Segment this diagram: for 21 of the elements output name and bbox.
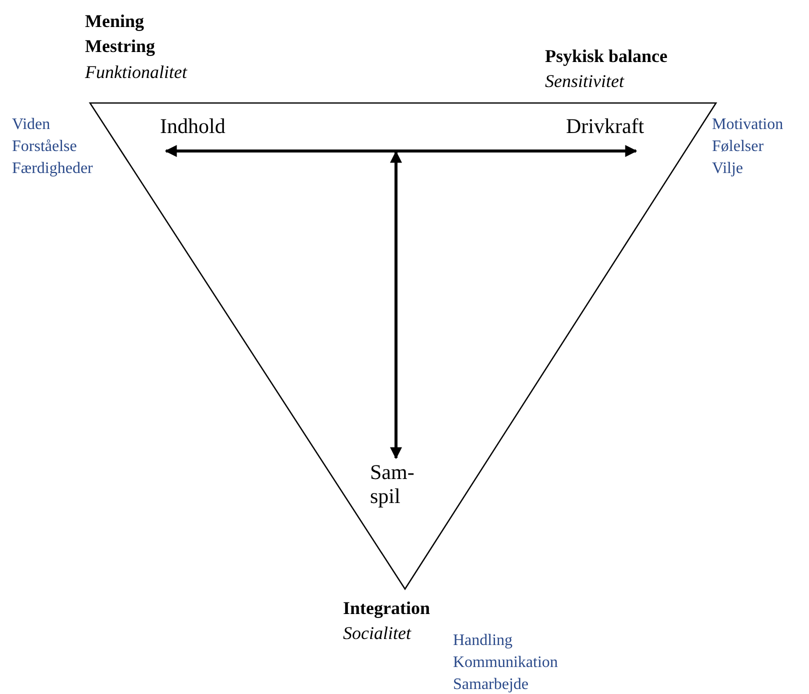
label-text: Forståelse (12, 137, 77, 157)
label-text: Motivation (712, 115, 784, 135)
label-text: Socialitet (343, 622, 411, 644)
label-text: Integration (343, 597, 430, 619)
label-text: Psykisk balance (545, 45, 668, 67)
arrow (164, 145, 638, 157)
label-text: Samarbejde (453, 675, 529, 694)
label-text: Mening (85, 10, 144, 32)
label-text: Vilje (712, 159, 744, 179)
label-text: Viden (12, 115, 50, 135)
label-text: Kommunikation (453, 653, 558, 673)
label-text: Funktionalitet (85, 61, 187, 83)
node-label: Indhold (160, 114, 242, 140)
label-text: Følelser (712, 137, 764, 157)
node-label: Drivkraft (566, 114, 658, 140)
label-text: Handling (453, 631, 513, 651)
arrow (390, 150, 402, 460)
label-text: Mestring (85, 35, 155, 57)
node-label: Sam- spil (370, 460, 418, 510)
label-text: Sensitivitet (545, 70, 624, 92)
label-text: Færdigheder (12, 159, 93, 179)
